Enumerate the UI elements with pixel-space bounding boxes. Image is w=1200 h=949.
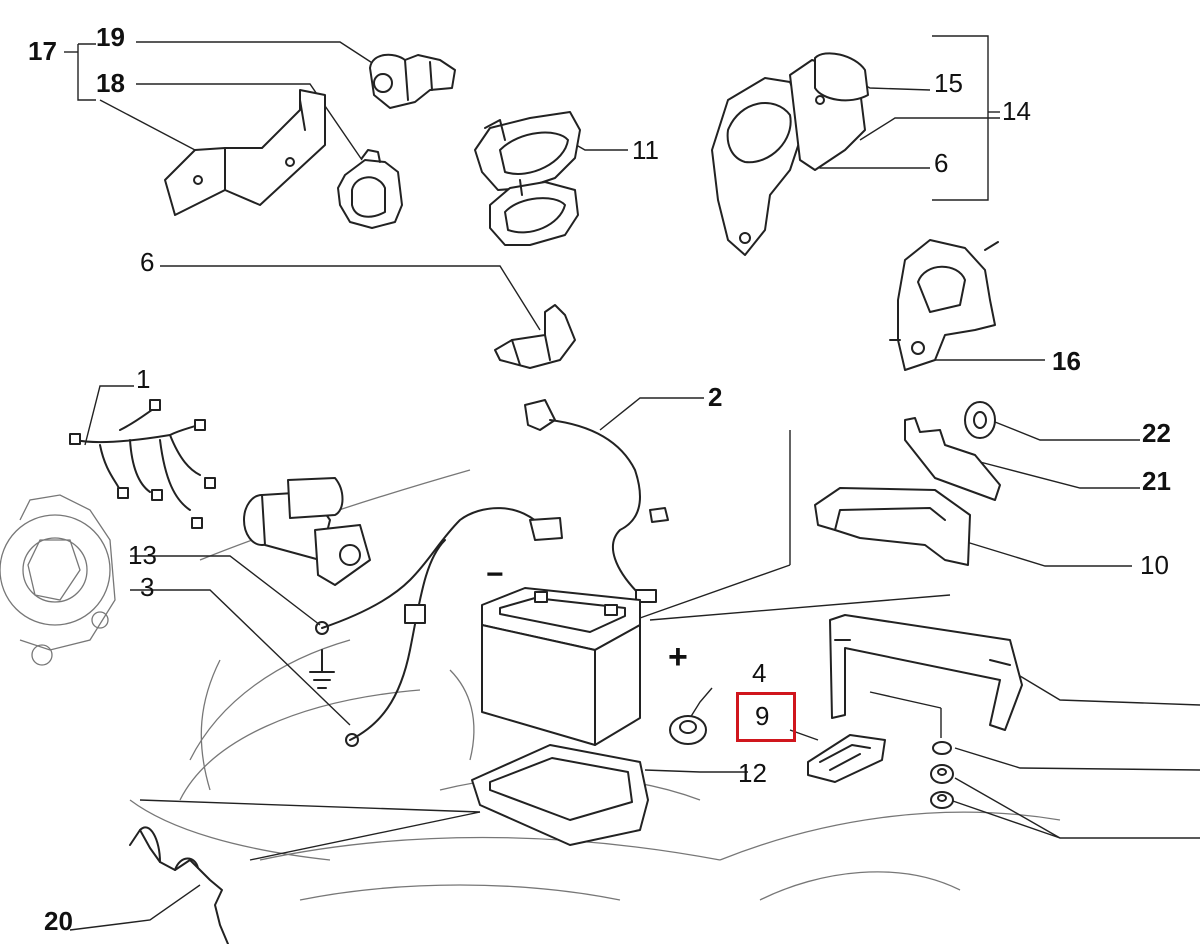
part-14-bracket — [711, 52, 869, 256]
callout-10: 10 — [1140, 550, 1169, 580]
part-18-bracket — [164, 89, 326, 216]
callout-14: 14 — [1002, 96, 1031, 126]
nuts-washers — [930, 741, 954, 809]
callout-3: 3 — [140, 572, 155, 602]
part-10-cover — [814, 487, 971, 566]
callout-13: 13 — [128, 540, 157, 570]
callout-19: 19 — [96, 22, 125, 52]
callout-6-top: 6 — [934, 148, 949, 178]
part-3-cable — [315, 507, 563, 747]
callout-1: 1 — [136, 364, 151, 394]
battery — [481, 587, 641, 746]
callout-15: 15 — [934, 68, 963, 98]
part-11-clamp — [474, 111, 581, 246]
part-22-grommet — [964, 401, 996, 439]
ground-symbol — [309, 649, 335, 689]
hold-down-strap — [829, 614, 1023, 731]
callout-20: 20 — [44, 906, 73, 936]
alternator-ghost — [0, 494, 116, 666]
callout-11: 11 — [632, 135, 659, 165]
callout-9: 9 — [755, 701, 770, 731]
callout-2: 2 — [708, 382, 723, 412]
starter-motor — [243, 477, 371, 586]
part-4-grommet — [669, 715, 707, 745]
part-16-clamp — [889, 239, 999, 371]
part-6-bracket — [494, 304, 576, 369]
callout-12: 12 — [738, 758, 767, 788]
callout-6: 6 — [140, 247, 155, 277]
highlight-box — [736, 692, 796, 742]
callout-4: 4 — [752, 658, 767, 688]
callout-22: 22 — [1142, 418, 1171, 448]
callout-17: 17 — [28, 36, 57, 66]
callout-21: 21 — [1142, 466, 1171, 496]
callout-18: 18 — [96, 68, 125, 98]
plus-sign: + — [668, 638, 688, 676]
part-1-harness — [69, 399, 216, 529]
part-18-clip — [337, 149, 403, 229]
part-20-clip — [129, 826, 229, 945]
leader-lines — [64, 35, 1200, 931]
part-9-clamp — [807, 734, 886, 783]
minus-sign: − — [486, 558, 504, 591]
part-2-cable — [524, 399, 669, 603]
part-21-pad — [904, 417, 1001, 501]
part-19-clip — [369, 53, 456, 109]
callout-16: 16 — [1052, 346, 1081, 376]
part-12-tray — [471, 744, 649, 846]
